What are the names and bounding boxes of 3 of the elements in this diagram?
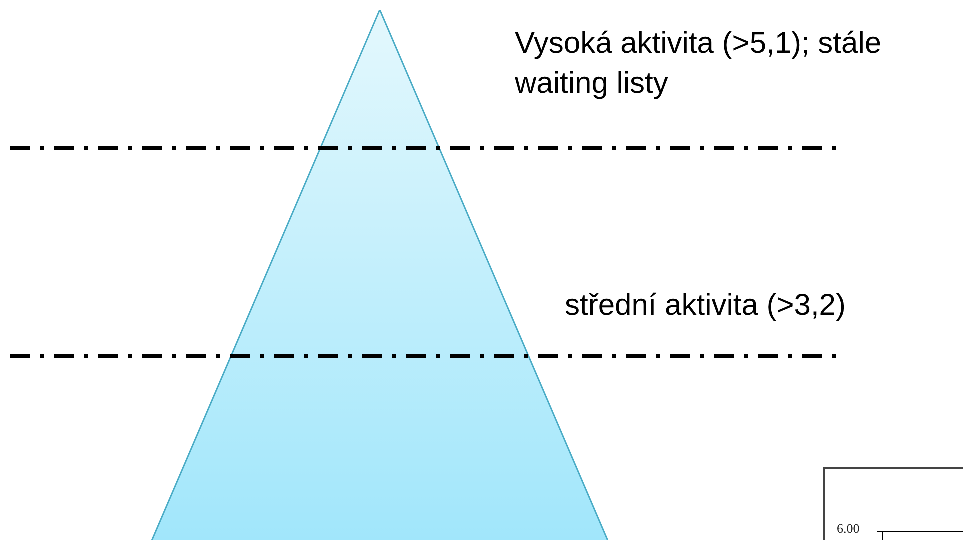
axis-tick-label: 6.00 xyxy=(837,521,860,537)
level-label: Vysoká aktivita (>5,1); stále waiting listy xyxy=(515,26,883,102)
level-label: střední aktivita (>3,2) xyxy=(565,288,846,324)
